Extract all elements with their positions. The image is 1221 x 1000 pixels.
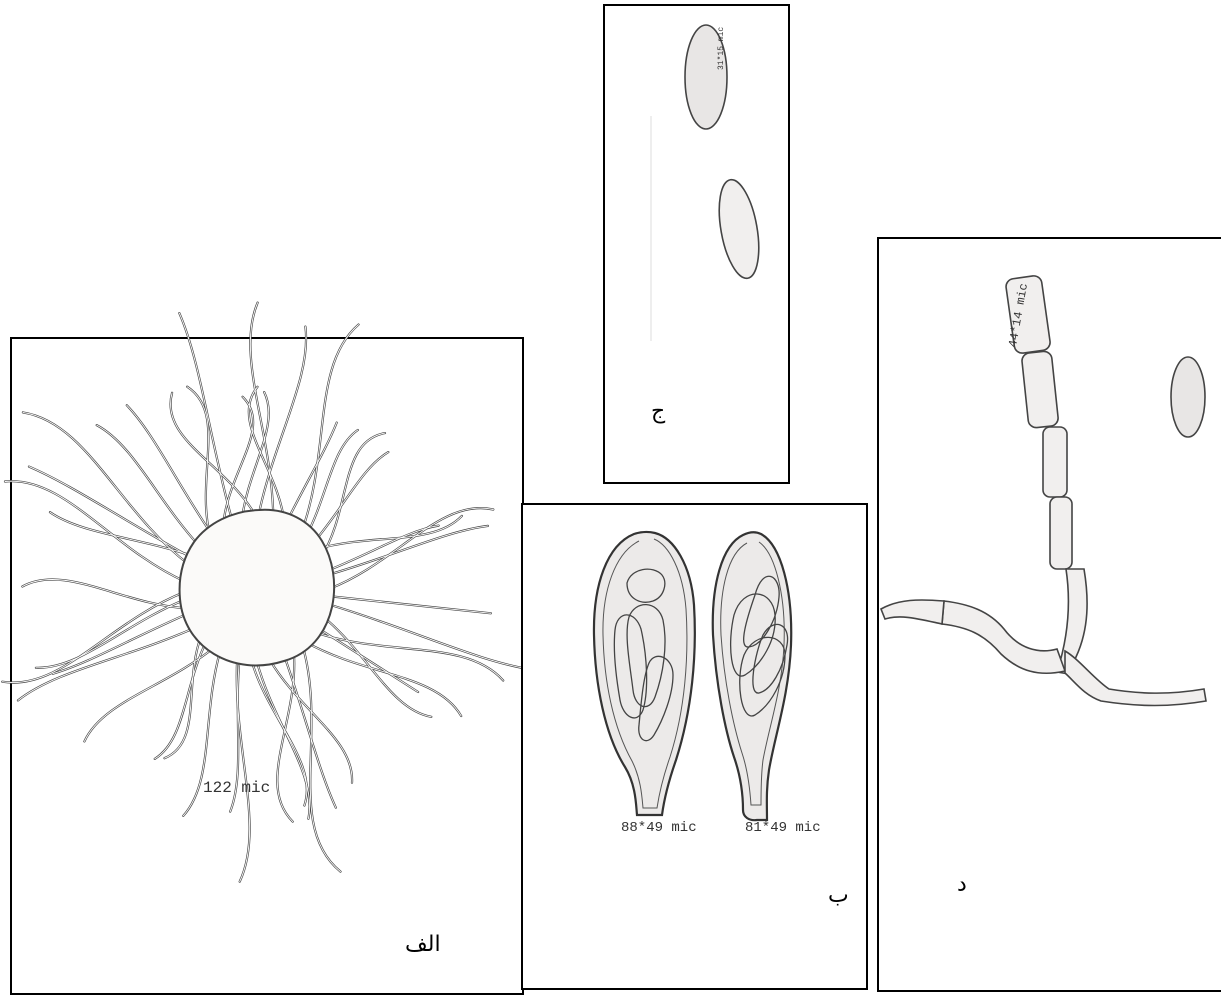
hypha-cell (1050, 497, 1072, 569)
ascocarp-body (180, 510, 335, 666)
panel-label-alef: الف (405, 932, 441, 957)
hair-appendage-inner (171, 393, 257, 517)
hair-appendage (301, 325, 358, 533)
hypha-cell (1021, 351, 1059, 429)
hair-appendage (329, 508, 493, 589)
hypha-branch-left-end (881, 600, 944, 624)
panel-jim: 31*15 mic ج (603, 4, 790, 484)
hair-appendage (2, 592, 185, 683)
hair-appendage-inner (315, 632, 504, 680)
hair-appendage (22, 579, 187, 608)
ascocarp-drawing (12, 339, 526, 997)
ascus-2 (713, 532, 791, 820)
hypha-branch-left (942, 601, 1065, 673)
ascus-1-size-label: 88*49 mic (621, 820, 697, 836)
hair-appendage-inner (50, 512, 193, 556)
panel-be: 88*49 mic 81*49 mic ب (521, 503, 868, 990)
panel-dal: 44*14 mic د (877, 237, 1221, 992)
ascus-1 (594, 532, 695, 815)
hair-appendage-inner (97, 425, 200, 546)
hair-appendage (250, 303, 273, 519)
hyphae-drawing (879, 239, 1221, 994)
hair-appendage-inner (327, 604, 533, 670)
hair-appendage-inner (155, 641, 207, 759)
panel-label-dal: د (957, 872, 967, 897)
hair-appendage-inner (53, 613, 189, 674)
panel-label-be: ب (828, 883, 849, 908)
hypha-cell (1043, 427, 1067, 497)
hair-appendage (302, 645, 340, 872)
hair-appendage-inner (329, 596, 491, 613)
ascus-2-size-label: 81*49 mic (745, 820, 821, 836)
hair-appendage-inner (321, 433, 385, 557)
asci-drawing (523, 505, 870, 992)
diameter-label: 122 mic (203, 779, 270, 797)
hair-appendage-inner (127, 405, 211, 533)
hypha-branch-right (1065, 651, 1206, 706)
hair-appendage-inner (313, 452, 389, 543)
conidium (1171, 357, 1205, 437)
ascospore-drawing (605, 6, 792, 486)
hair-appendage-inner (328, 526, 488, 575)
spore-size-label: 31*15 mic (717, 27, 726, 70)
hair-appendage-inner (250, 303, 273, 519)
ascospore-2 (713, 177, 766, 282)
panel-alef: 122 mic الف (10, 337, 524, 995)
panel-label-jim: ج (651, 399, 665, 424)
hair-appendage-inner (22, 579, 187, 608)
hair-appendage-inner (242, 392, 269, 518)
hair-appendage-inner (258, 327, 306, 517)
